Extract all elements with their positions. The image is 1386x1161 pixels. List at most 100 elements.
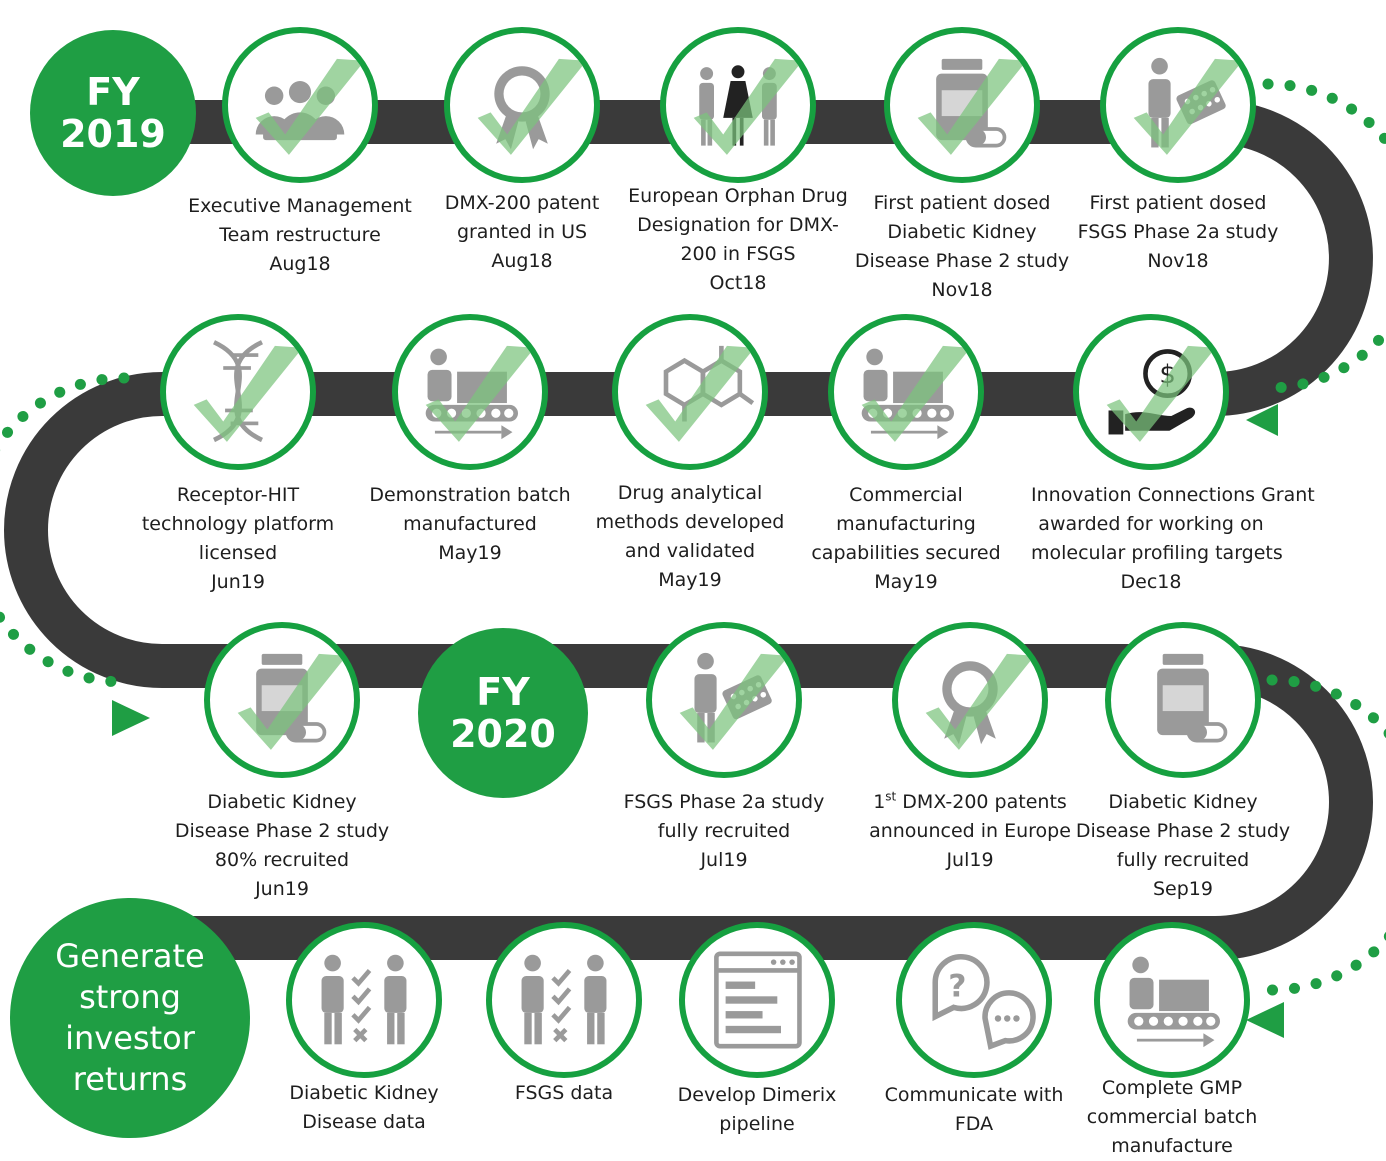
completed-check-icon: [1133, 58, 1243, 155]
molecule-icon: [645, 345, 755, 442]
fy2020-line2: 2020: [450, 712, 556, 756]
milestone-label-line: Communicate with: [884, 1084, 1064, 1106]
milestone-label-line: Drug analytical: [617, 482, 763, 504]
milestone-label-line: capabilities secured: [811, 542, 1001, 564]
milestone-label-line: methods developed: [595, 511, 785, 533]
milestone-label-line: Dec18: [1120, 571, 1182, 593]
milestone-label: DMX-200 patent granted in US Aug18: [402, 189, 642, 276]
milestone-node: [444, 27, 600, 183]
award-ribbon-icon: [477, 58, 587, 155]
milestone-node: [204, 622, 360, 778]
doctors-checklist-icon: [521, 954, 607, 1045]
milestone-label-line: Jun19: [211, 571, 265, 593]
patients-icon: [693, 58, 803, 155]
goal-circle: Generate strong investor returns: [10, 898, 250, 1138]
milestone-label-line: Diabetic Kidney: [887, 221, 1037, 243]
milestone-node: [1100, 27, 1256, 183]
grant-money-hand-icon: $: [1106, 345, 1216, 442]
goal-line: Generate: [55, 937, 205, 975]
milestone-label-line: Jul19: [946, 849, 994, 871]
milestone-label-line: Nov18: [1147, 250, 1209, 272]
conveyor-worker-icon: [425, 345, 535, 442]
milestone-node: [1094, 922, 1250, 1078]
patient-with-pills-icon: [1133, 57, 1243, 155]
completed-check-icon: [425, 345, 535, 442]
fy2020-circle: FY 2020: [418, 628, 588, 798]
medicine-bottle-icon: [237, 653, 347, 750]
milestone-label-line: Complete GMP: [1101, 1077, 1243, 1099]
completed-check-icon: [477, 58, 587, 155]
milestone-node: ?: [896, 922, 1052, 1078]
milestone-label-line: pipeline: [719, 1113, 795, 1135]
milestone-label-line: fully recruited: [657, 820, 791, 842]
milestone-label-line: FSGS Phase 2a study: [1077, 221, 1279, 243]
milestone-label-line: Nov18: [931, 279, 993, 301]
completed-check-icon: [693, 58, 803, 155]
arrowhead-left: [112, 700, 150, 736]
milestone-label-line: Commercial: [849, 484, 963, 506]
milestone-node: [286, 922, 442, 1078]
milestone-label: FSGS data: [444, 1079, 684, 1108]
completed-check-icon: [237, 653, 347, 750]
completed-check-icon: [917, 58, 1027, 155]
fy2019-circle: FY 2019: [30, 30, 196, 196]
arrowhead-right-1: [1246, 404, 1278, 436]
fy2020-line1: FY: [476, 670, 530, 714]
milestone-label-line: Diabetic Kidney: [1108, 791, 1258, 813]
milestone-label-line: Aug18: [491, 250, 553, 272]
milestone-label-line: granted in US: [456, 221, 588, 243]
milestone-label-line: Innovation Connections Grant: [1031, 484, 1315, 506]
milestone-label-line: Jun19: [255, 878, 309, 900]
medicine-bottle-icon: [917, 58, 1027, 155]
milestone-node: [392, 314, 548, 470]
milestone-label-line: Diabetic Kidney: [207, 791, 357, 813]
fy2019-line2: 2019: [60, 112, 166, 156]
milestone-label-line: May19: [438, 542, 502, 564]
milestone-node: [892, 622, 1048, 778]
completed-check-icon: [645, 345, 755, 442]
completed-check-icon: [861, 345, 971, 442]
milestone-node: [679, 922, 835, 1078]
milestone-node: [884, 27, 1040, 183]
milestone-label-line: May19: [874, 571, 938, 593]
milestone-label-line: Disease data: [302, 1111, 426, 1133]
pipeline-window-icon: [714, 951, 802, 1049]
milestone-label-line: DMX-200 patent: [444, 192, 600, 214]
milestone-label-line: manufactured: [403, 513, 537, 535]
conveyor-worker-icon: [861, 345, 971, 442]
milestone-label-line: 1st DMX-200 patents: [873, 789, 1067, 813]
milestone-node: [222, 27, 378, 183]
svg-text:?: ?: [948, 968, 966, 1004]
goal-line: strong: [79, 978, 181, 1016]
milestone-label-line: manufacturing: [836, 513, 976, 535]
team-icon: [255, 58, 365, 155]
patient-with-pills-icon: [679, 652, 789, 750]
milestone-label-line: Oct18: [709, 272, 767, 294]
milestone-label-line: Receptor-HIT: [176, 484, 300, 506]
milestone-label: Commercial manufacturing capabilities secu…: [786, 481, 1026, 597]
milestone-label-line: Demonstration batch: [369, 484, 571, 506]
milestone-node: [1105, 622, 1261, 778]
milestone-node: [646, 622, 802, 778]
milestone-label: Innovation Connections Grant awarded for …: [1031, 481, 1315, 597]
milestone-label-line: European Orphan Drug: [628, 185, 848, 207]
milestone-node: [160, 314, 316, 470]
milestone-label-line: Aug18: [269, 253, 331, 275]
milestone-label-line: Disease Phase 2 study: [174, 820, 390, 842]
milestone-node: [612, 314, 768, 470]
milestone-label-line: awarded for working on: [1038, 513, 1264, 535]
